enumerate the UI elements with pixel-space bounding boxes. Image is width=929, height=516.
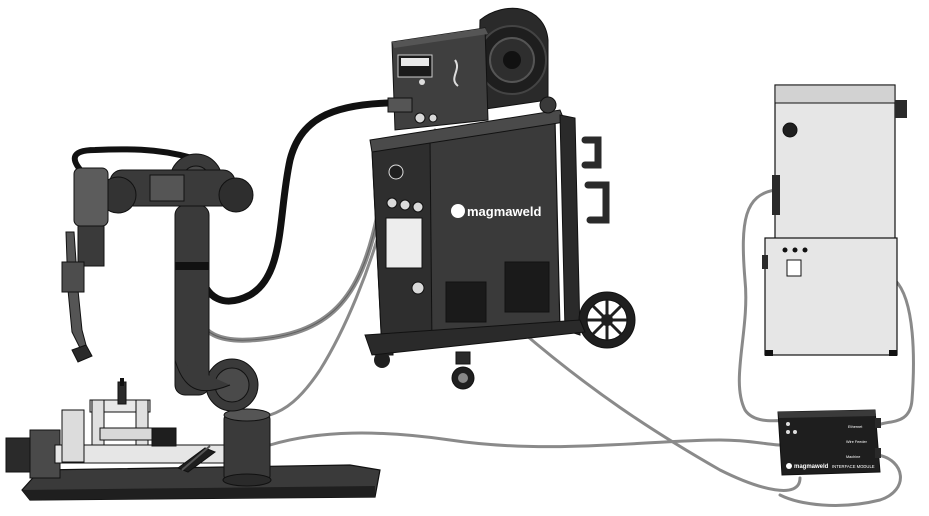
interface-module: Ethernet Wire Feeder Machine magmaweld I…: [778, 410, 881, 475]
cart-rear-wheel: [579, 292, 635, 348]
wire-feeder: [388, 8, 556, 130]
controller-lower-box: [765, 238, 897, 355]
port-label-wire-feeder: Wire Feeder: [846, 440, 868, 444]
controller-upper-box: [775, 85, 895, 240]
power-switch: [389, 165, 403, 179]
robot-controller-cabinet: [762, 85, 907, 356]
cart-front-caster: [452, 352, 474, 389]
cart-rail-right: [560, 115, 580, 335]
controller-main-switch: [783, 123, 797, 137]
svg-text:magmaweld: magmaweld: [467, 204, 541, 219]
robot-power-cable-outline: [200, 215, 378, 340]
port-label-ethernet: Ethernet: [848, 425, 863, 429]
port-label-machine: Machine: [846, 455, 860, 459]
robot-power-cable: [200, 215, 378, 340]
work-table: [22, 465, 380, 500]
workpiece: [152, 428, 176, 446]
robot-to-interface-cable: [270, 433, 780, 447]
interface-model-label: INTERFACE MODULE: [832, 464, 875, 469]
interface-brand-logo: magmaweld: [794, 464, 829, 470]
robot-base: [224, 415, 270, 480]
welding-machine: magmaweld: [365, 110, 635, 389]
